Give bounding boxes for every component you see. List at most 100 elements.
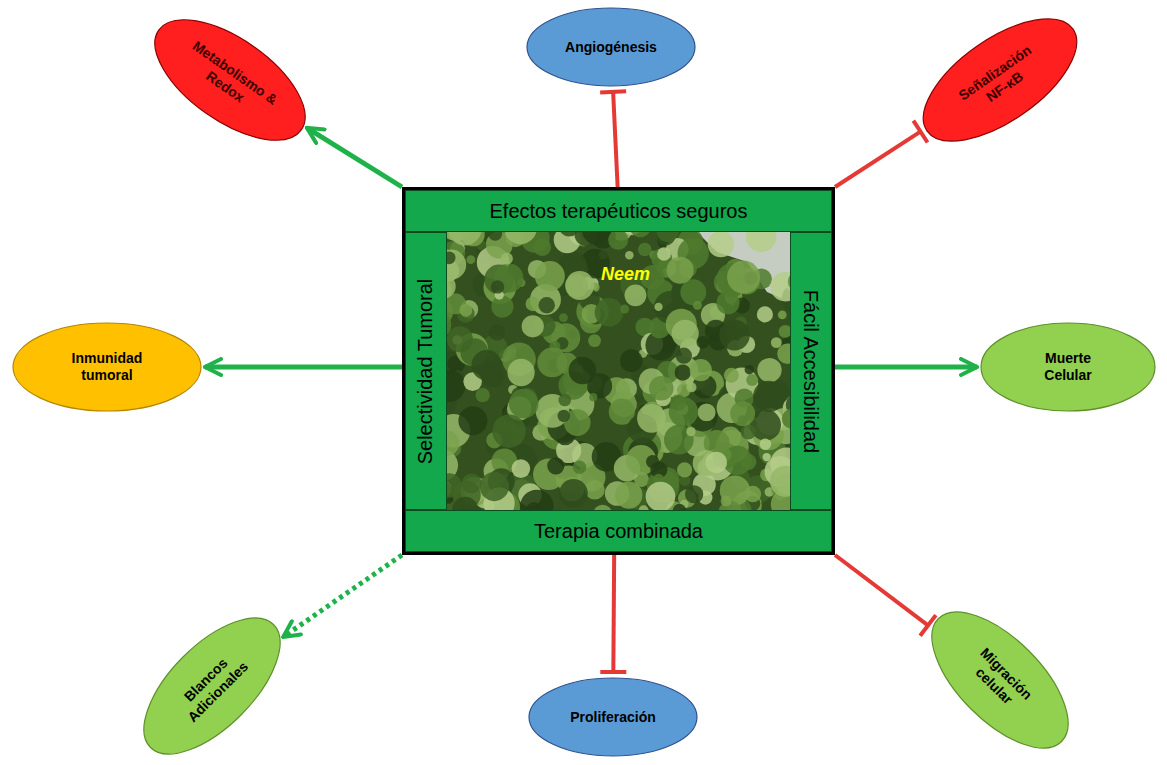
leaf-cluster xyxy=(744,486,761,503)
leaf-cluster xyxy=(637,404,666,433)
leaf-cluster xyxy=(501,253,513,265)
leaf-cluster xyxy=(608,232,628,250)
orange-ellipse: Inmunidad tumoral xyxy=(12,322,202,412)
activation-arrow xyxy=(283,555,402,637)
leaf-cluster xyxy=(595,298,624,327)
leaf-cluster xyxy=(656,232,678,242)
inhibition-line xyxy=(835,555,928,625)
leaf-cluster xyxy=(677,462,692,477)
leaf-cluster xyxy=(719,320,750,351)
leaf-cluster xyxy=(646,455,659,468)
leaf-cluster xyxy=(447,326,473,352)
left-band: Selectividad Tumoral xyxy=(405,232,447,510)
leaf-cluster xyxy=(458,406,487,435)
leaf-cluster xyxy=(620,349,643,372)
leaf-cluster xyxy=(727,261,760,294)
leaf-cluster xyxy=(635,394,643,402)
leaf-cluster xyxy=(745,365,754,374)
leaf-cluster xyxy=(491,295,513,317)
band-label: Terapia combinada xyxy=(534,520,703,543)
plant-name: Neem xyxy=(601,264,650,285)
bottom-band: Terapia combinada xyxy=(405,510,832,552)
leaf-cluster xyxy=(559,232,580,236)
leaf-cluster xyxy=(466,255,475,264)
leaf-cluster xyxy=(538,297,554,313)
leaf-cluster xyxy=(522,315,544,337)
leaf-cluster xyxy=(480,472,509,501)
leaf-cluster xyxy=(507,359,534,386)
leaf-cluster xyxy=(559,479,588,508)
leaf-cluster xyxy=(558,394,571,407)
central-panel: Neem Efectos terapéuticos segurosSelectiv… xyxy=(402,187,835,555)
leaf-cluster xyxy=(741,424,756,439)
leaf-cluster xyxy=(448,232,481,246)
leaf-cluster xyxy=(770,272,790,301)
blue-ellipse: Proliferación xyxy=(528,677,698,757)
band-label: Fácil Accesibilidad xyxy=(800,289,823,452)
leaf-cluster xyxy=(535,261,565,291)
leaf-cluster xyxy=(708,232,734,257)
activation-arrow xyxy=(205,364,402,369)
leaf-cluster xyxy=(565,271,594,300)
leaf-cluster xyxy=(724,368,739,383)
foliage-ground xyxy=(447,232,790,510)
node-label: Proliferación xyxy=(570,709,656,726)
leaf-cluster xyxy=(620,305,629,314)
leaf-cluster xyxy=(615,481,642,508)
leaf-cluster xyxy=(447,251,456,264)
leaf-cluster xyxy=(730,401,755,426)
leaf-cluster xyxy=(669,397,698,426)
leaf-cluster xyxy=(782,409,790,429)
leaf-cluster xyxy=(778,311,787,320)
green-ellipse: Migración celular xyxy=(908,588,1092,765)
inhibition-line xyxy=(835,132,920,187)
leaf-cluster xyxy=(447,431,459,456)
leaf-cluster xyxy=(746,232,776,252)
leaf-cluster xyxy=(492,414,525,447)
right-band: Fácil Accesibilidad xyxy=(790,232,832,510)
leaf-cluster xyxy=(489,324,505,340)
leaf-cluster xyxy=(476,388,490,402)
leaf-cluster xyxy=(693,301,702,310)
leaf-cluster xyxy=(763,453,771,461)
band-label: Efectos terapéuticos seguros xyxy=(490,200,748,223)
leaf-cluster xyxy=(686,382,696,392)
red-ellipse: Metabolismo & Redox xyxy=(134,0,326,165)
leaf-cluster xyxy=(504,232,537,244)
node-label: Muerte Celular xyxy=(1023,350,1113,384)
leaf-cluster xyxy=(686,427,695,436)
node-label: Inmunidad tumoral xyxy=(57,350,157,384)
node-label: Angiogénesis xyxy=(565,39,657,56)
leaf-cluster xyxy=(520,490,553,510)
leaf-cluster xyxy=(672,320,699,347)
leaf-cluster xyxy=(599,250,608,259)
leaf-cluster xyxy=(569,357,597,385)
leaf-cluster xyxy=(589,393,597,401)
leaf-cluster xyxy=(770,466,790,497)
leaf-cluster xyxy=(649,376,673,400)
inhibition-line xyxy=(613,92,618,187)
leaf-cluster xyxy=(447,274,456,298)
leaf-cluster xyxy=(625,251,634,260)
leaf-cluster xyxy=(757,358,781,382)
leaf-cluster xyxy=(698,403,716,421)
activation-arrow xyxy=(835,364,977,369)
leaf-cluster xyxy=(459,304,472,317)
leaf-cluster xyxy=(697,336,710,349)
leaf-cluster xyxy=(657,247,671,261)
leaf-cluster xyxy=(585,480,605,500)
leaf-cluster xyxy=(624,284,646,306)
leaf-cluster xyxy=(690,359,712,381)
leaf-cluster xyxy=(527,502,541,510)
leaf-cluster xyxy=(547,457,564,474)
leaf-cluster xyxy=(537,348,567,378)
leaf-cluster xyxy=(779,325,790,338)
blue-ellipse: Angiogénesis xyxy=(526,7,696,87)
leaf-cluster xyxy=(746,374,758,386)
leaf-cluster xyxy=(509,389,539,419)
leaf-cluster xyxy=(512,459,531,478)
leaf-cluster xyxy=(760,438,772,450)
leaf-cluster xyxy=(721,496,732,507)
leaf-cluster xyxy=(680,279,706,305)
